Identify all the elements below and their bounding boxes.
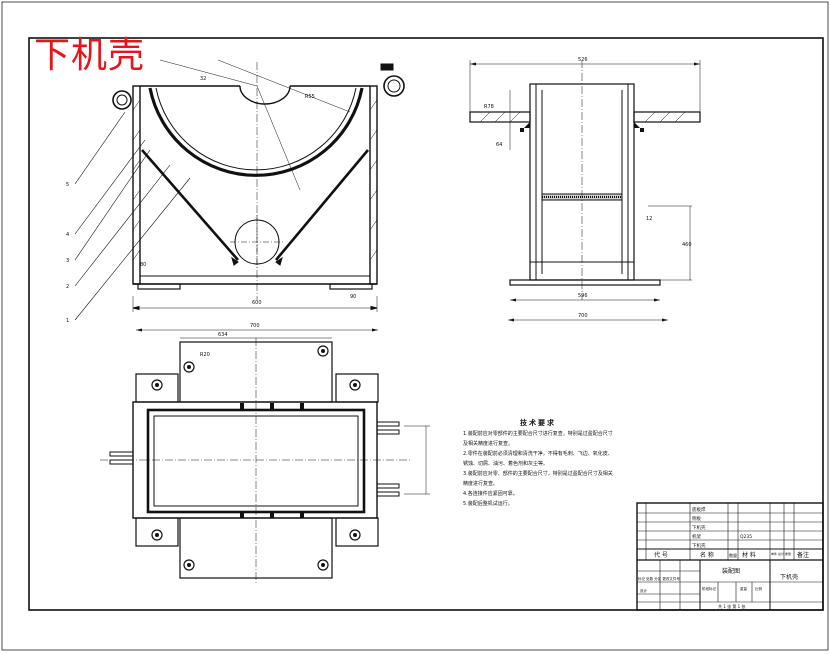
notes-heading: 技术要求 <box>520 419 556 427</box>
dim-80: 80 <box>140 262 146 268</box>
tb-row-4: 机架 <box>692 533 701 540</box>
dim-r55: 32 <box>200 76 206 82</box>
tb-stage: 阶段标记 <box>702 586 716 591</box>
tb-material-label: 材 料 <box>742 551 756 559</box>
dim-64: 64 <box>496 142 502 148</box>
part-number-4: 4 <box>66 232 69 238</box>
side-total-dim: 700 <box>578 313 588 319</box>
note-5: 5.装配后整机试运行。 <box>463 501 513 507</box>
inner-border <box>28 37 824 611</box>
plan-width-dim: 700 <box>250 323 260 329</box>
tb-drawing-name: 装配图 <box>722 567 740 575</box>
side-base-dim: 596 <box>578 293 588 299</box>
tb-qty-label: 数量 <box>729 552 737 558</box>
tb-weight-label: 单件 总计 重量 <box>771 551 791 556</box>
side-height-dim: 460 <box>682 242 692 248</box>
tb-row-1: 底板焊 <box>692 506 706 513</box>
note-2: 2.零件在装配前必须清理和清洗干净，不得有毛刺、飞边、氧化皮、锈蚀、切屑、油污、… <box>463 451 613 467</box>
tb-row-3: 下机壳 <box>692 524 706 531</box>
note-4: 4.各连接件应紧固可靠。 <box>463 491 518 497</box>
part-number-3: 3 <box>66 258 69 264</box>
tb-name-label: 名 称 <box>700 551 714 559</box>
side-top-dim: 526 <box>578 57 588 63</box>
tb-bottom-row: 标记 处数 分区 更改文件号 <box>638 576 680 581</box>
front-view <box>74 59 405 321</box>
dim-r20: R20 <box>200 352 210 358</box>
tb-code-label: 代 号 <box>654 551 668 559</box>
tb-weight: 重量 <box>740 586 748 591</box>
dim-12: 12 <box>646 216 652 222</box>
side-view <box>469 60 701 322</box>
note-1: 1.装配前应对零部件的主要配合尺寸进行复查，特别是过盈配合尺寸及相关精度进行复查… <box>463 431 613 447</box>
tb-design: 设计 <box>640 588 648 593</box>
part-number-2: 2 <box>66 284 69 290</box>
tb-sheet-info: 共 1 张 第 1 张 <box>718 603 745 609</box>
dim-r78: R55 <box>305 94 315 100</box>
title-block <box>636 502 824 611</box>
part-number-1: 1 <box>66 318 69 324</box>
tb-remark-label: 备注 <box>797 551 809 559</box>
dim-32: R78 <box>484 104 494 110</box>
tb-material-value: Q235 <box>740 534 752 540</box>
dim-90: 90 <box>350 294 356 300</box>
part-number-5: 5 <box>66 182 69 188</box>
tb-part-name: 下机壳 <box>780 573 798 581</box>
plan-view <box>100 328 430 584</box>
tb-row-5: 下机壳 <box>692 542 706 549</box>
note-3: 3.装配前应对零、部件的主要配合尺寸，特别是过盈配合尺寸及相关精度进行复查。 <box>463 471 613 487</box>
tb-scale: 比例 <box>755 586 763 591</box>
drawing-title: 下机壳 <box>34 35 146 76</box>
tb-row-2: 侧板 <box>692 515 701 522</box>
front-width-dim: 600 <box>252 300 262 306</box>
technical-requirements: 技术要求 1.装配前应对零部件的主要配合尺寸进行复查，特别是过盈配合尺寸及相关精… <box>463 418 613 509</box>
plan-inner-dim: 634 <box>218 332 228 338</box>
